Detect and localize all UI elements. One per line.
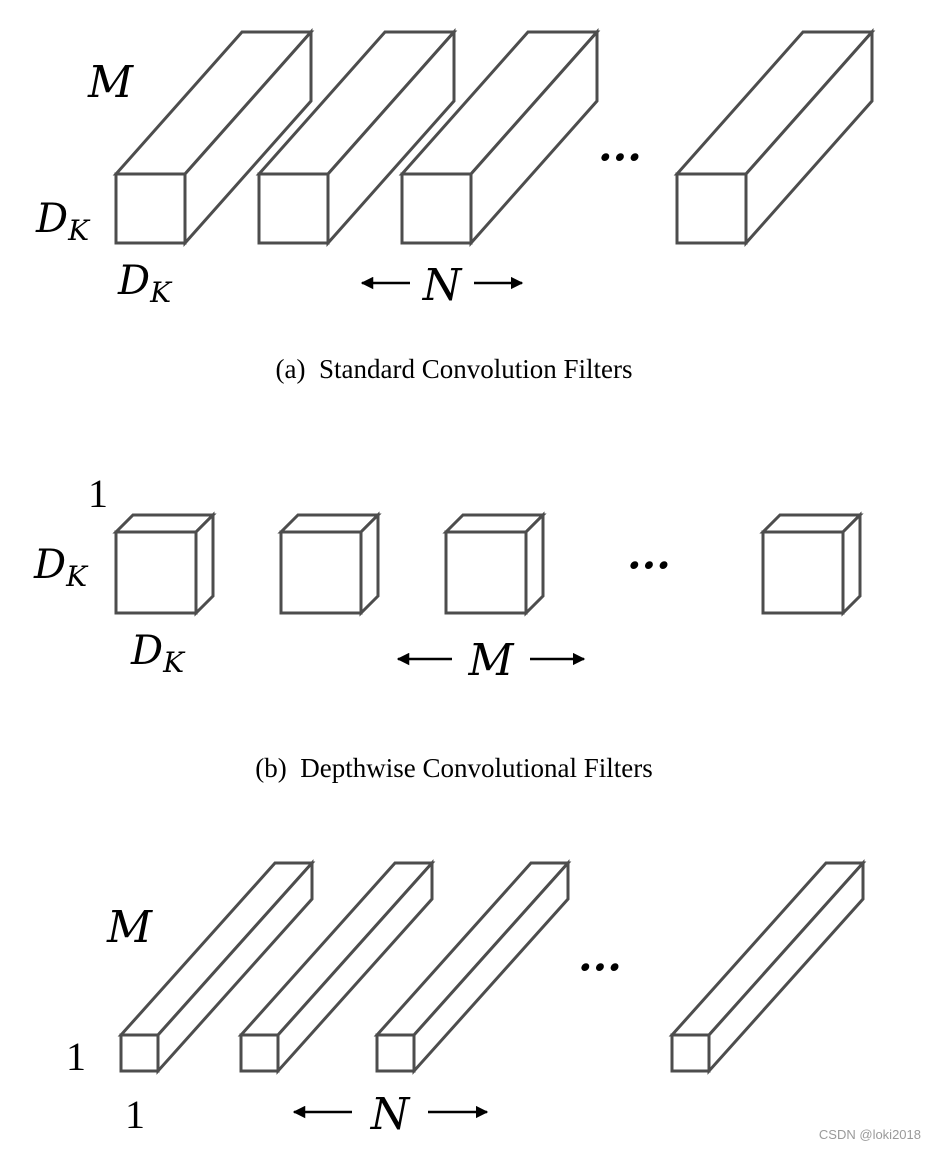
filter-box [255,28,458,247]
width-label: 1 [125,1092,145,1137]
standard-filter-boxes [112,28,876,247]
pointwise-filter-boxes [117,859,867,1075]
depth-label: M [106,902,153,953]
filter-box [112,28,315,247]
height-label: DK [33,542,89,593]
depth-label: 1 [88,471,108,516]
width-label: DK [117,258,173,309]
filter-box [117,859,316,1075]
panel-a: M DK DK ··· N (a) Standard Convolution F… [35,28,876,384]
caption-a: (a) Standard Convolution Filters [276,354,633,384]
depthwise-filter-boxes [112,511,864,617]
filter-box [668,859,867,1075]
ellipsis: ··· [598,133,642,182]
filter-box [673,28,876,247]
filter-box [442,511,547,617]
ellipsis: ··· [578,943,622,992]
caption-b: (b) Depthwise Convolutional Filters [255,753,652,783]
width-label: DK [130,628,186,679]
filter-box [277,511,382,617]
height-label: 1 [66,1034,86,1079]
filter-box [373,859,572,1075]
panel-c: M 1 1 ··· N [66,859,867,1140]
filter-box [112,511,217,617]
filter-box [759,511,864,617]
filter-box [398,28,601,247]
count-label: M [467,635,514,686]
height-label: DK [35,196,91,247]
filter-box [237,859,436,1075]
panel-b: 1 DK DK ··· M (b) Depthwise Convolutiona… [33,471,864,783]
count-label: N [422,260,463,311]
count-label: N [370,1089,411,1140]
depth-label: M [87,57,134,108]
ellipsis: ··· [627,541,671,590]
watermark: CSDN @loki2018 [819,1127,921,1142]
